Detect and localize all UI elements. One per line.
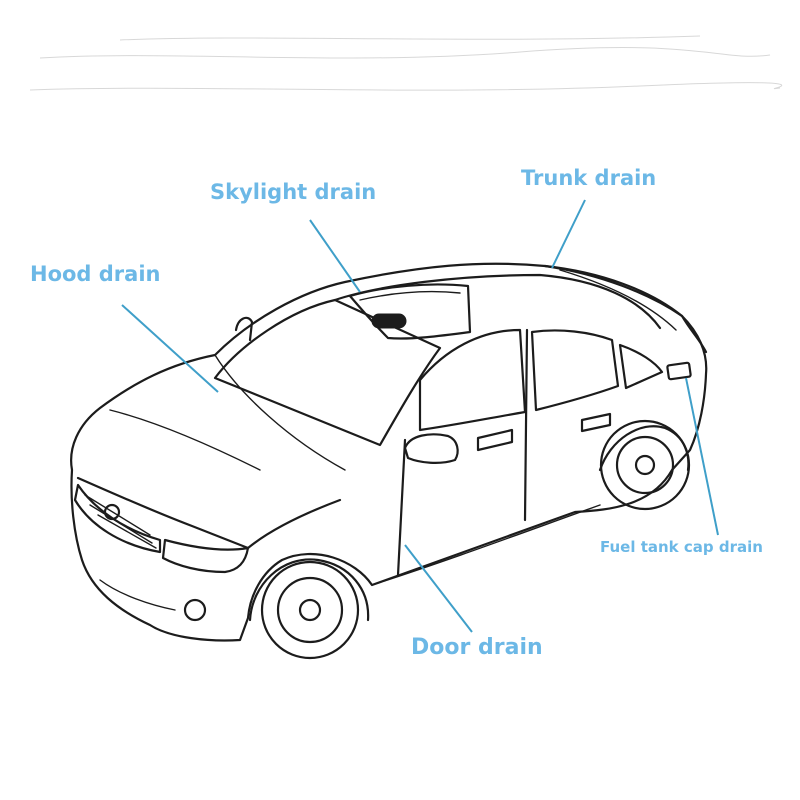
hood-crease-left — [109, 409, 261, 471]
skylight-drain-hole — [371, 313, 407, 329]
trunk-lid — [543, 264, 708, 354]
hood-drain-label: Hood drain — [30, 262, 161, 286]
skylight-drain-label: Skylight drain — [210, 180, 377, 204]
front-door-handle — [476, 428, 514, 452]
door-drain-label: Door drain — [411, 635, 543, 660]
front-bumper-intake — [99, 579, 176, 611]
brand-emblem — [103, 503, 121, 521]
rear-quarter-window — [618, 343, 664, 390]
leader-trunk-drain — [551, 199, 586, 269]
headlight — [161, 538, 250, 574]
fuel-tank-cap-drain-label: Fuel tank cap drain — [600, 538, 763, 556]
fog-light — [183, 598, 207, 622]
washer-nozzle — [234, 316, 254, 342]
hood-front-line — [76, 476, 342, 550]
windshield — [213, 298, 442, 447]
car-body-outline — [70, 262, 708, 642]
rear-wheel — [598, 419, 691, 511]
rear-door-window — [530, 329, 620, 412]
hood-crease-right — [214, 354, 346, 471]
front-wheel — [248, 558, 370, 660]
trunk-edge — [559, 269, 677, 331]
leader-fuel-tank-cap-drain — [685, 377, 719, 536]
side-mirror — [403, 433, 459, 464]
fuel-tank-cap — [666, 361, 692, 381]
leader-hood-drain — [121, 304, 219, 393]
leader-lines — [121, 199, 719, 633]
rear-door-seam — [523, 328, 529, 522]
sunroof-inner — [359, 290, 461, 301]
grille — [73, 483, 162, 554]
trunk-drain-label: Trunk drain — [521, 166, 657, 190]
background-smudge — [29, 35, 783, 91]
door-bottom-line — [371, 504, 601, 586]
car-outline — [70, 262, 708, 660]
leader-skylight-drain — [309, 219, 361, 293]
front-door-seam — [396, 438, 407, 577]
front-door-window — [418, 328, 527, 432]
rear-door-handle — [580, 412, 612, 433]
leader-door-drain — [404, 544, 473, 633]
